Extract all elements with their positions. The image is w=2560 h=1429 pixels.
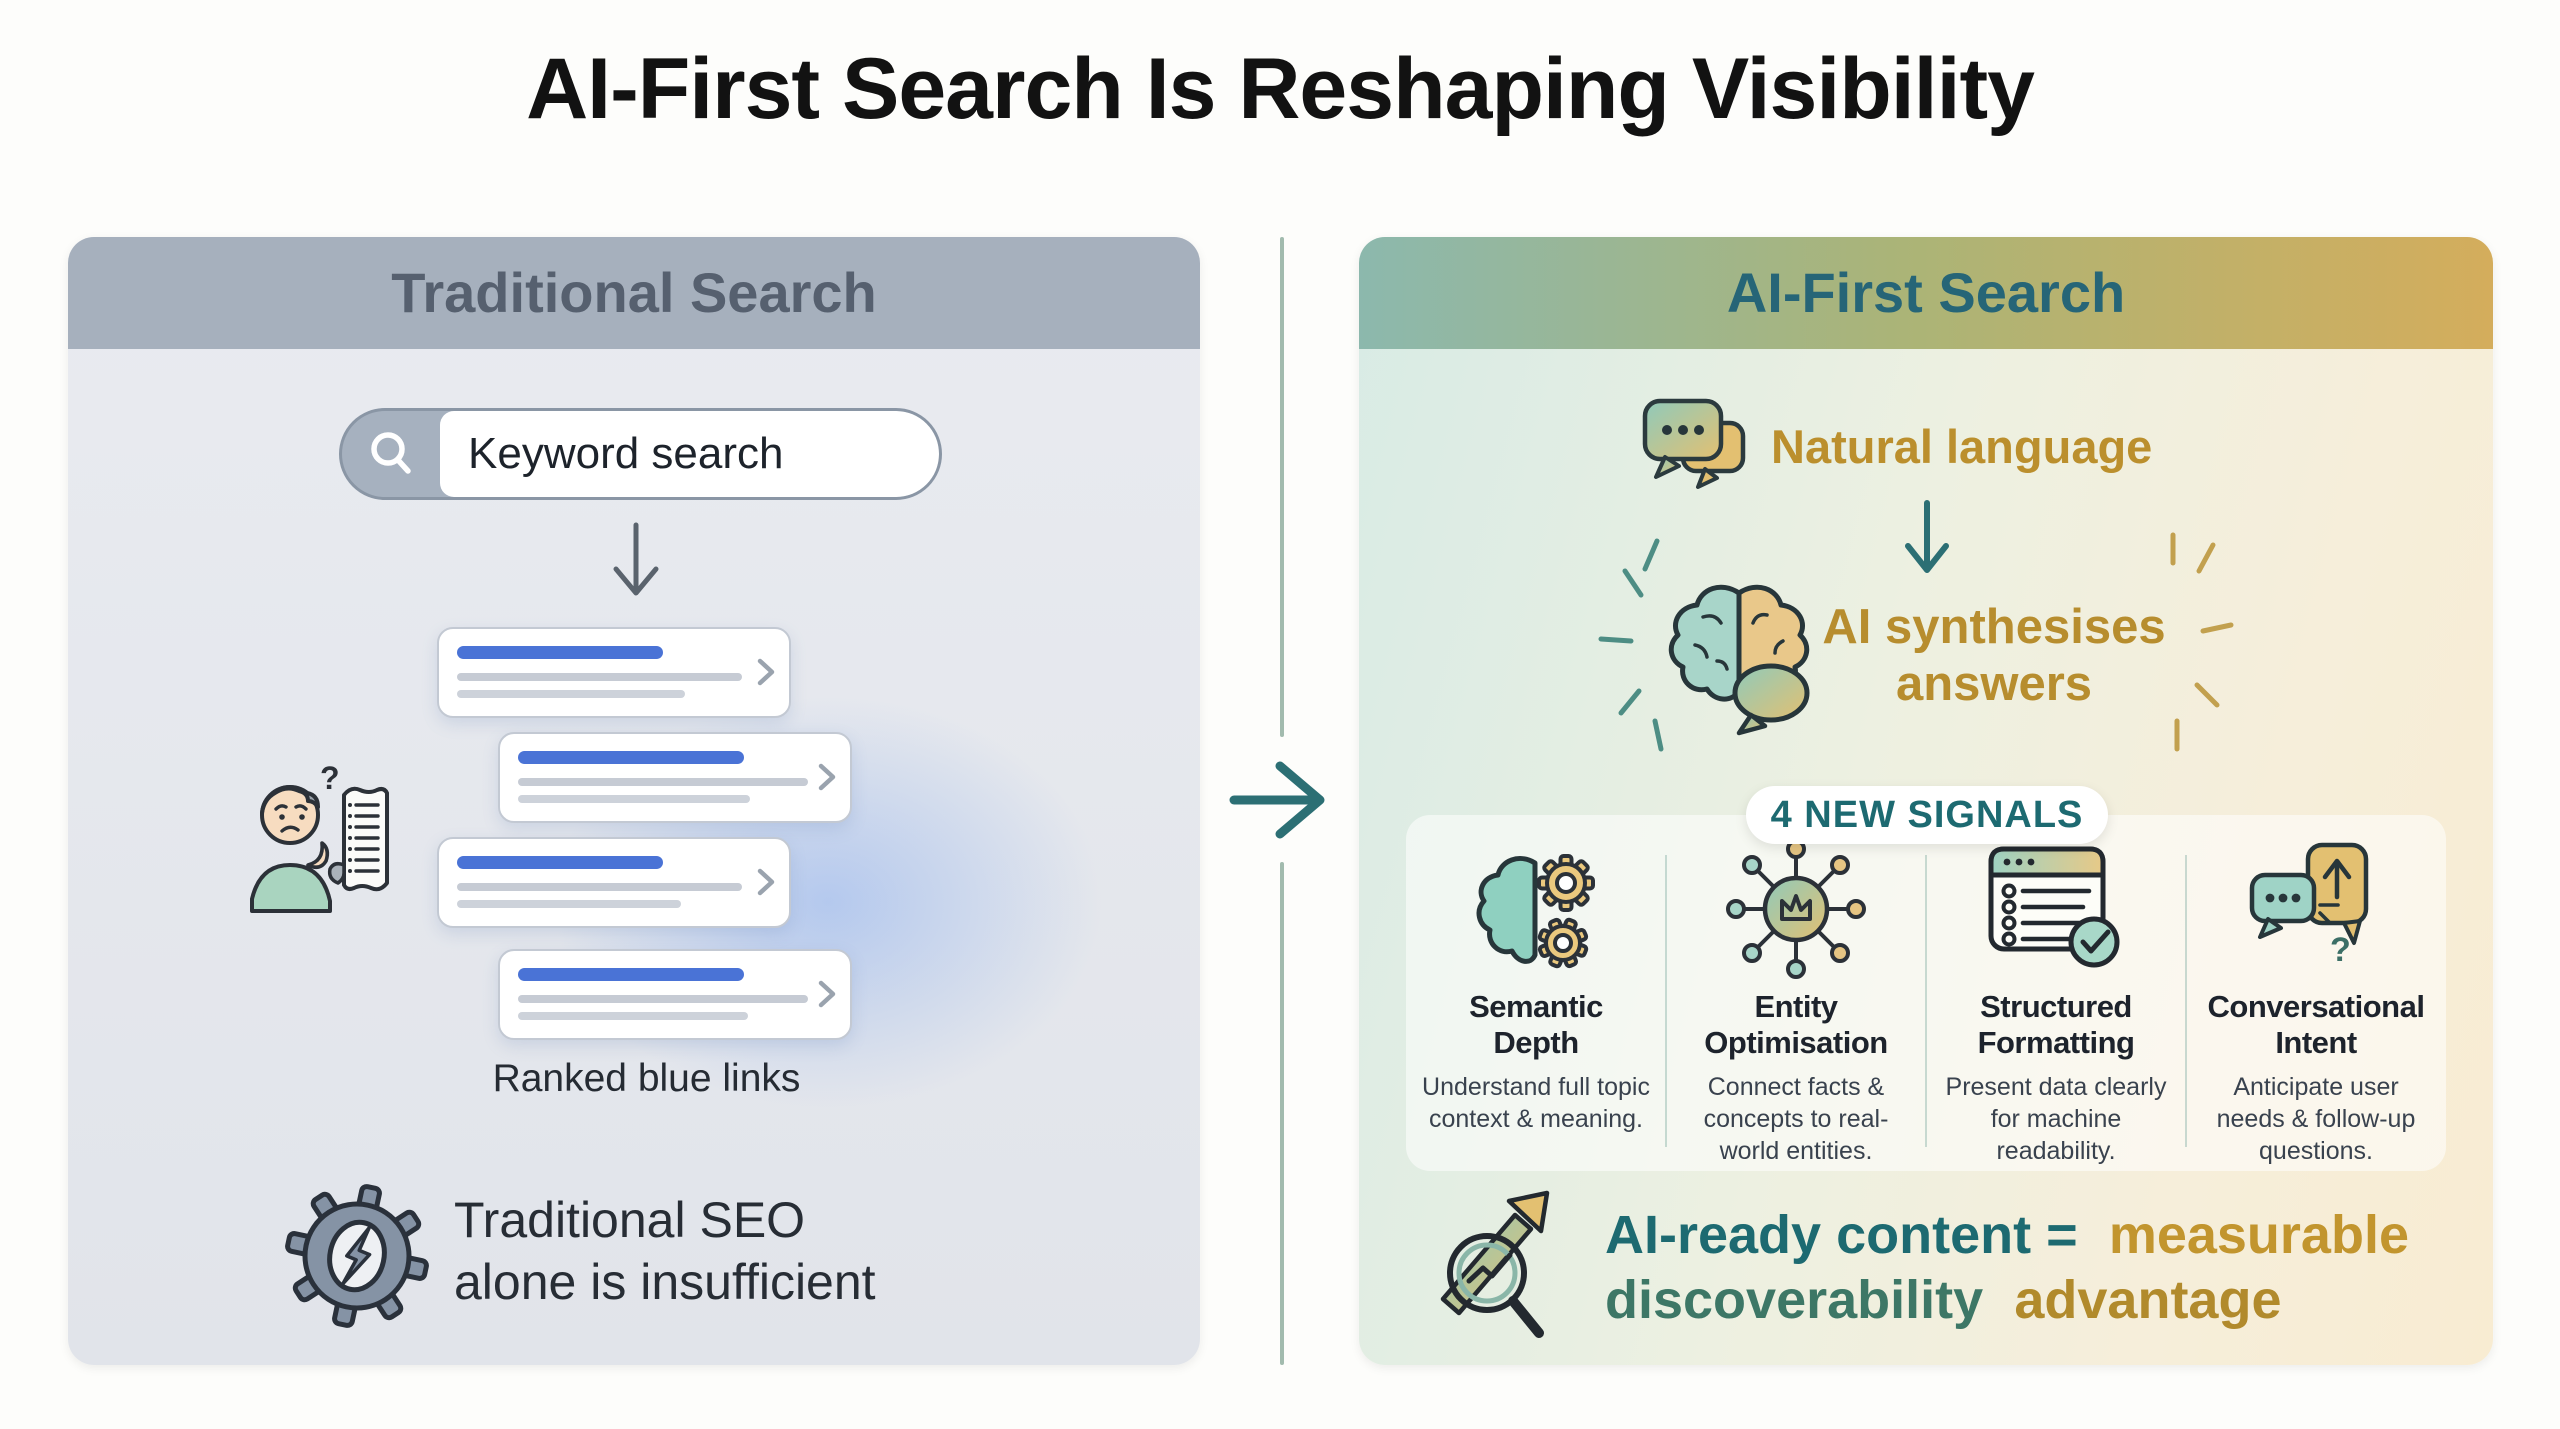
conclusion-gold-text: advantage (2014, 1269, 2282, 1330)
page-title: AI-First Search Is Reshaping Visibility (526, 41, 2035, 137)
seo-insufficient-text: Traditional SEO alone is insufficient (454, 1192, 876, 1310)
result-title-bar (518, 751, 744, 764)
result-card (437, 627, 791, 718)
search-input: Keyword search (440, 411, 939, 497)
signal-conversational-intent: ? Conversational Intent Anticipate user … (2186, 815, 2446, 1171)
svg-text:?: ? (2330, 931, 2351, 969)
down-arrow-teal-icon (1899, 499, 1955, 579)
ai-first-search-panel: AI-First Search Natural language (1359, 237, 2493, 1365)
conclusion-line-1: AI-ready content = measurable (1605, 1203, 2409, 1268)
signal-entity-optimisation: Entity Optimisation Connect facts & conc… (1666, 815, 1927, 1171)
search-icon (342, 411, 440, 497)
svg-text:?: ? (320, 760, 340, 796)
signals-container: Semantic Depth Understand full topic con… (1406, 815, 2446, 1171)
panel-divider-line (1280, 237, 1284, 737)
conclusion-line-2: discoverability advantage (1605, 1268, 2409, 1333)
growth-search-icon (1419, 1185, 1589, 1345)
conclusion-statement: AI-ready content = measurable discoverab… (1605, 1203, 2409, 1333)
signal-title: Entity Optimisation (1704, 989, 1888, 1060)
transition-arrow-icon (1228, 752, 1332, 848)
ai-first-search-header: AI-First Search (1359, 237, 2493, 349)
conclusion-teal-text: AI-ready content = (1605, 1205, 2078, 1265)
rays-right (2129, 529, 2239, 759)
brain-gears-icon (1406, 829, 1666, 989)
broken-gear-icon (282, 1175, 432, 1337)
signal-desc: Present data clearly for machine readabi… (1945, 1072, 2167, 1165)
ranked-links-caption: Ranked blue links (492, 1057, 801, 1100)
signal-desc: Connect facts & concepts to real-world e… (1703, 1072, 1889, 1165)
natural-language-label: Natural language (1771, 420, 2153, 473)
result-title-bar (518, 968, 744, 981)
signal-title: Structured Formatting (1977, 989, 2135, 1060)
chevron-right-icon (814, 758, 840, 796)
result-card (437, 837, 791, 928)
traditional-search-panel: Traditional Search Keyword search (68, 237, 1208, 1365)
signal-title: Conversational Intent (2207, 989, 2425, 1060)
chat-bubbles-icon (1639, 395, 1755, 501)
result-card (498, 949, 852, 1040)
signal-desc: Understand full topic context & meaning. (1422, 1072, 1650, 1133)
result-title-bar (457, 856, 663, 869)
rays-left (1595, 535, 1695, 755)
traditional-search-header: Traditional Search (68, 237, 1200, 349)
chevron-right-icon (753, 653, 779, 691)
panel-divider-line (1280, 862, 1284, 1365)
signal-desc: Anticipate user needs & follow-up questi… (2216, 1072, 2416, 1165)
result-title-bar (457, 646, 663, 659)
checklist-window-icon (1926, 829, 2186, 989)
confused-user-illustration: ? (244, 753, 404, 913)
search-bar: Keyword search (339, 408, 942, 500)
brain-speech-icon (1659, 577, 1829, 737)
result-card (498, 732, 852, 823)
chat-intent-icon: ? (2186, 829, 2446, 989)
ai-synthesises-label: AI synthesises answers (1822, 600, 2166, 711)
signal-structured-formatting: Structured Formatting Present data clear… (1926, 815, 2187, 1171)
signal-semantic-depth: Semantic Depth Understand full topic con… (1406, 815, 1667, 1171)
new-signals-badge: 4 NEW SIGNALS (1746, 786, 2108, 844)
conclusion-teal-text: discoverability (1605, 1269, 1984, 1330)
down-arrow-icon (608, 521, 664, 601)
signal-title: Semantic Depth (1469, 989, 1603, 1060)
entity-network-icon (1666, 829, 1926, 989)
conclusion-gold-text: measurable (2108, 1205, 2409, 1265)
chevron-right-icon (753, 863, 779, 901)
chevron-right-icon (814, 975, 840, 1013)
